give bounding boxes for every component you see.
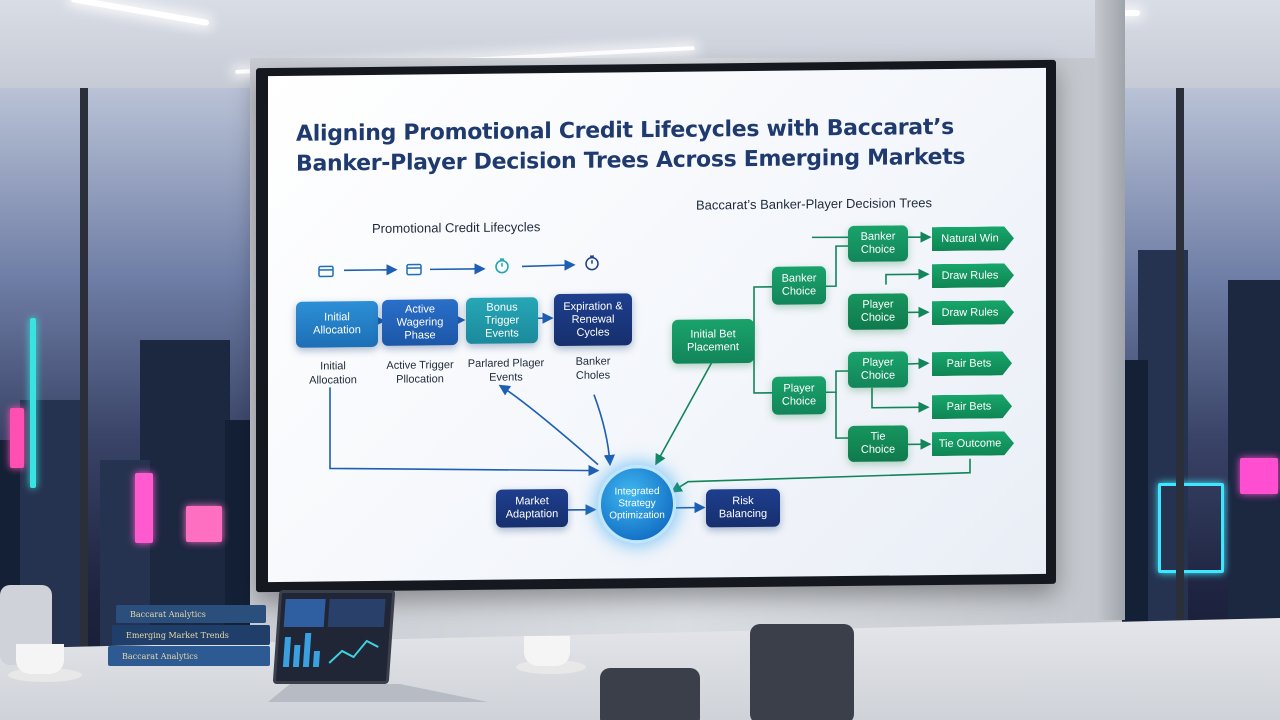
- window-frame: [1176, 88, 1184, 720]
- ceiling-light: [1110, 10, 1140, 16]
- lifecycle-box-bonus-trigger: Bonus Trigger Events: [466, 297, 538, 345]
- chair: [750, 624, 854, 720]
- lifecycle-caption: Banker Choles: [575, 355, 611, 382]
- neon-sign: [135, 473, 153, 543]
- neon-light: [30, 318, 36, 488]
- lifecycle-caption: Initial Allocation: [309, 360, 357, 387]
- section-label-decision-trees: Baccarat’s Banker-Player Decision Trees: [696, 195, 933, 213]
- laptop-dashboard: [282, 599, 386, 667]
- tree-node-player-choice: Player Choice: [772, 376, 826, 415]
- outcome-draw-rules: Draw Rules: [932, 263, 1014, 288]
- tree-node-banker-choice: Banker Choice: [848, 225, 908, 262]
- book-emerging-market-trends: Emerging Market Trends: [112, 625, 270, 645]
- outcome-pair-bets: Pair Bets: [932, 394, 1012, 419]
- market-adaptation-box: Market Adaptation: [496, 488, 568, 528]
- section-label-lifecycles: Promotional Credit Lifecycles: [372, 219, 541, 236]
- outcome-pair-bets: Pair Bets: [932, 351, 1012, 376]
- book-baccarat-analytics: Baccarat Analytics: [116, 605, 266, 623]
- window-frame: [80, 88, 88, 720]
- lifecycle-box-initial-allocation: Initial Allocation: [296, 300, 378, 348]
- lifecycle-caption: Parlared Plager Events: [467, 357, 545, 384]
- presentation-screen: Aligning Promotional Credit Lifecycles w…: [268, 67, 1046, 583]
- card-icon: [406, 263, 422, 276]
- risk-balancing-box: Risk Balancing: [706, 488, 780, 528]
- lifecycle-caption: Active Trigger Pllocation: [386, 359, 454, 386]
- presentation-title: Aligning Promotional Credit Lifecycles w…: [296, 114, 966, 177]
- tree-node-banker-choice: Banker Choice: [772, 266, 826, 305]
- connector-lines: [329, 231, 971, 516]
- neon-sign: [10, 408, 24, 468]
- card-icon: [318, 265, 334, 278]
- tree-node-tie-choice: Tie Choice: [848, 425, 908, 462]
- neon-sign: [1240, 458, 1278, 494]
- tree-node-player-choice: Player Choice: [848, 351, 908, 388]
- outcome-tie: Tie Outcome: [932, 431, 1014, 456]
- tree-root-initial-bet: Initial Bet Placement: [672, 318, 754, 364]
- clock-icon: [585, 255, 599, 271]
- coffee-cup: [16, 644, 64, 674]
- coffee-cup: [524, 636, 570, 666]
- ceiling-light: [70, 0, 210, 27]
- timer-icon: [495, 258, 509, 274]
- book-baccarat-analytics: Baccarat Analytics: [108, 646, 270, 666]
- outcome-draw-rules: Draw Rules: [932, 300, 1014, 325]
- lifecycle-box-active-wagering: Active Wagering Phase: [382, 299, 458, 346]
- laptop-screen: [272, 590, 396, 684]
- outcome-natural-win: Natural Win: [932, 226, 1014, 251]
- neon-sign: [1158, 483, 1224, 573]
- chair: [600, 668, 700, 720]
- wall-column: [1095, 0, 1125, 620]
- integrated-strategy-hub: Integrated Strategy Optimization: [598, 464, 676, 544]
- neon-sign: [186, 506, 222, 542]
- tree-node-player-choice: Player Choice: [848, 293, 908, 330]
- lifecycle-box-expiration-renewal: Expiration & Renewal Cycles: [554, 293, 632, 347]
